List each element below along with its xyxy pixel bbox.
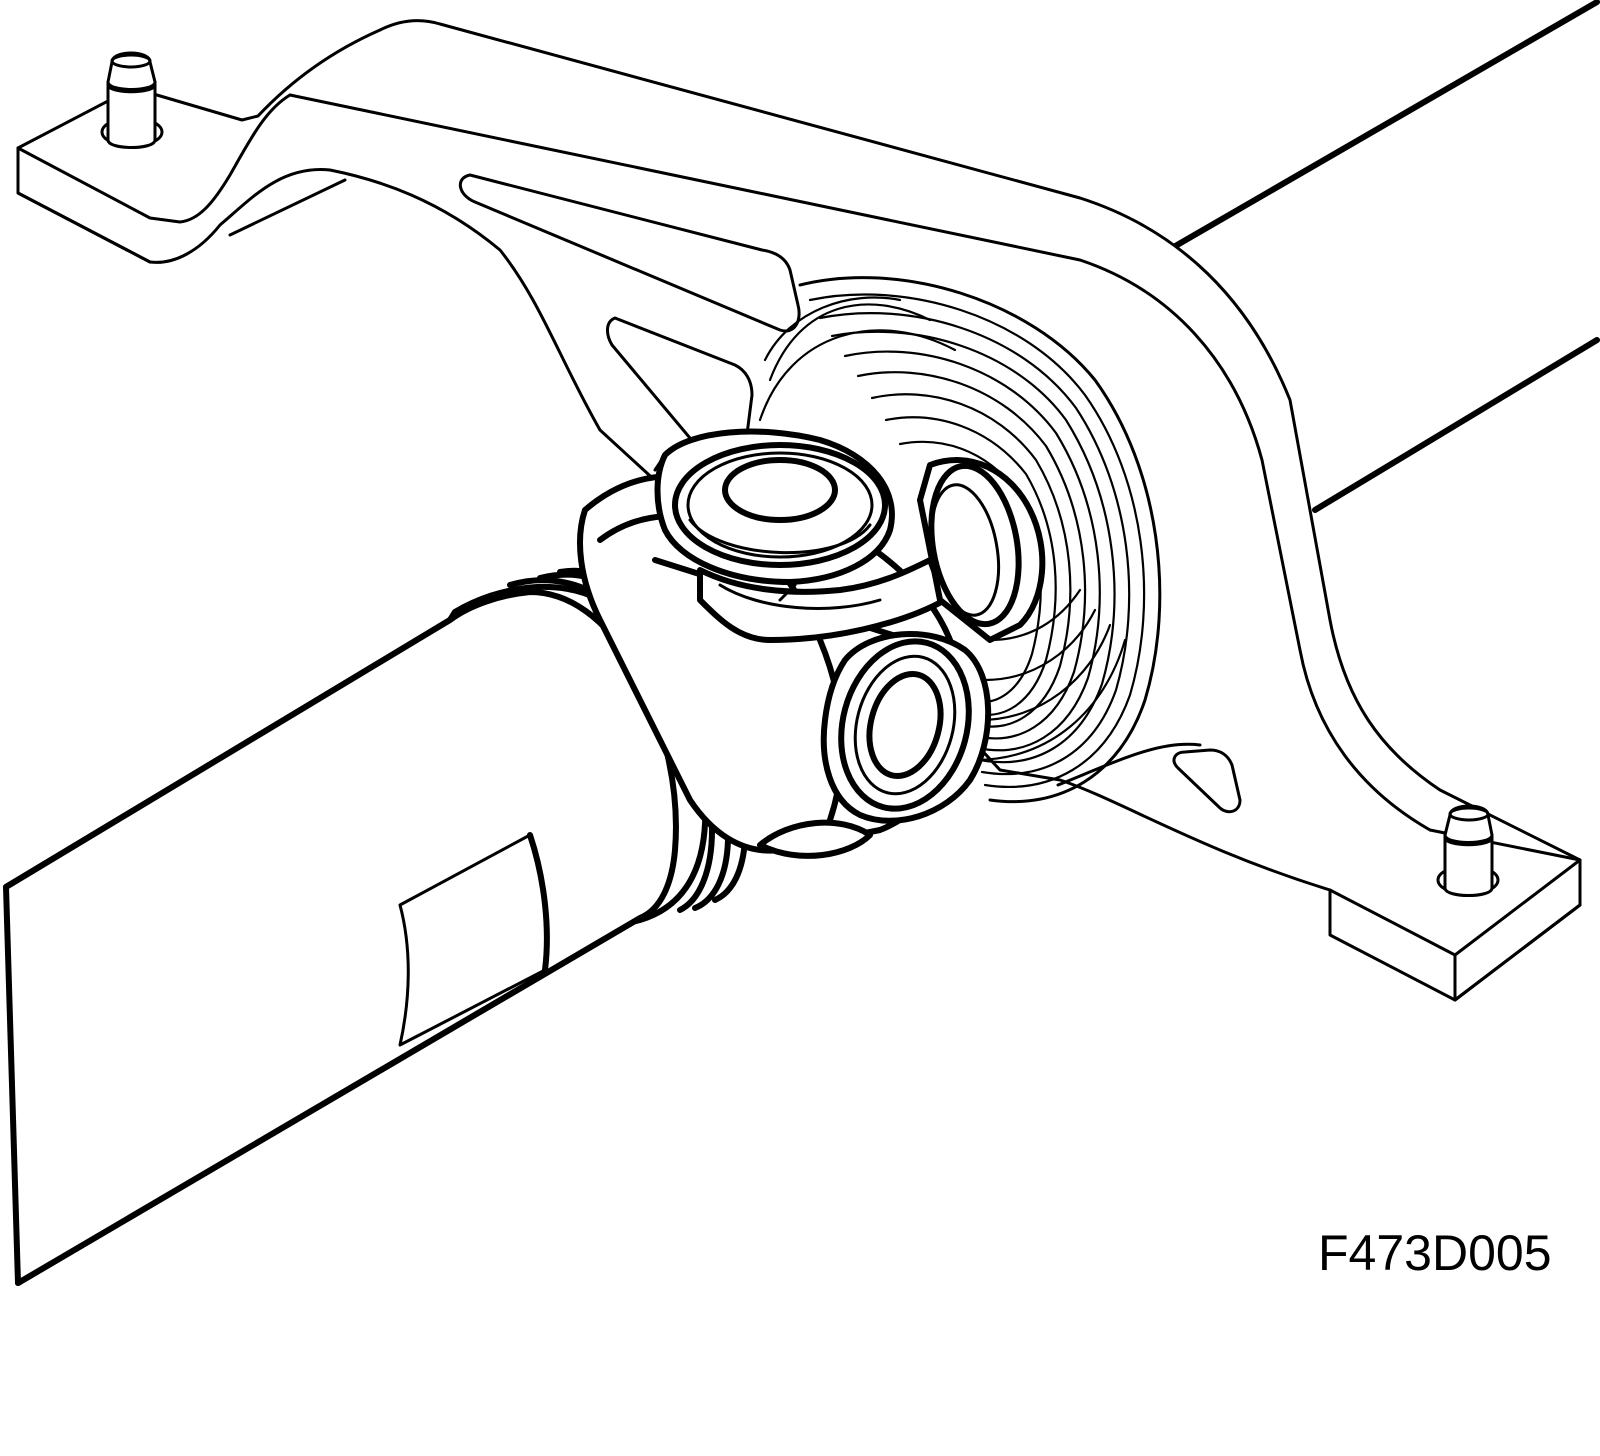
balance-weight [398, 832, 550, 1047]
propeller-shaft-rear-tube [1162, 0, 1600, 513]
mounting-stud-right [1436, 804, 1500, 897]
universal-joint [577, 428, 1046, 859]
mounting-stud-left [100, 51, 164, 149]
figure-code: F473D005 [1318, 1225, 1552, 1281]
